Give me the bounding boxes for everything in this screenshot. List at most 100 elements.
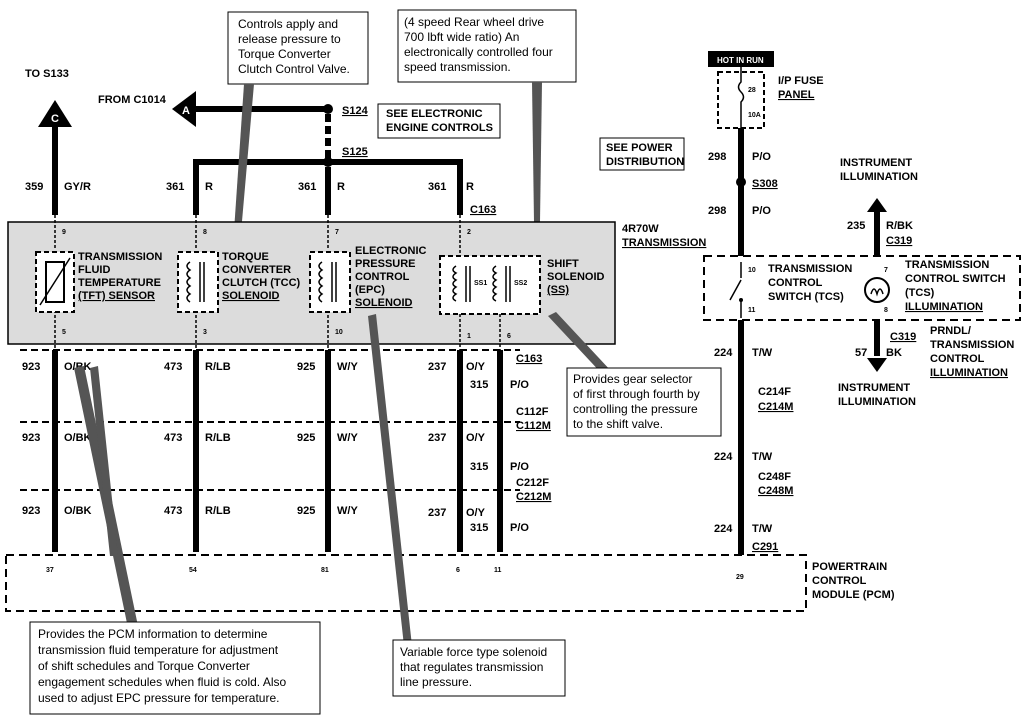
wire-label-color: O/Y xyxy=(466,361,486,373)
pcm-pin: 6 xyxy=(456,567,460,574)
connector-c214f: C214F xyxy=(758,386,791,398)
tft-label-line: TEMPERATURE xyxy=(78,277,161,289)
tcc-label-line: TORQUE xyxy=(222,251,269,263)
connector-c-arrow xyxy=(38,100,72,127)
tcs-illum-line: (TCS) xyxy=(905,287,935,299)
pcm-label-line: POWERTRAIN xyxy=(812,561,887,573)
callout-controls-line: Clutch Control Valve. xyxy=(238,62,350,76)
wire-224a-color: T/W xyxy=(752,347,773,359)
wire-label-color: P/O xyxy=(510,461,529,473)
wire-224c-color: T/W xyxy=(752,523,773,535)
splice-s125-label: S125 xyxy=(342,146,368,158)
wire-label-num: 361 xyxy=(428,181,446,193)
wire-label-color: R/LB xyxy=(205,361,231,373)
callout-trans-leader xyxy=(532,82,542,222)
lamp-filament xyxy=(870,288,884,297)
callout-gear-line: to the shift valve. xyxy=(573,417,663,431)
callout-trans-line: electronically controlled four xyxy=(404,45,553,59)
callout-vfs-line: Variable force type solenoid xyxy=(400,645,547,659)
connector-c212f-label: C212F xyxy=(516,477,549,489)
callout-tft-line: of shift schedules and Torque Converter xyxy=(38,659,250,673)
callout-gear-box xyxy=(566,367,722,437)
connector-c319-bottom: C319 xyxy=(890,331,916,343)
switch-icon xyxy=(729,279,742,301)
to-s133-label: TO S133 xyxy=(25,68,69,80)
connector-a-letter: A xyxy=(182,105,190,117)
wire-298b-color: P/O xyxy=(752,205,771,217)
shift-solenoid-box xyxy=(439,255,541,315)
callout-tft-line: used to adjust EPC pressure for temperat… xyxy=(38,691,279,705)
wire-label-num: 359 xyxy=(25,181,43,193)
tcs-illum-pin: 7 xyxy=(884,267,888,274)
epc-label-line: CONTROL xyxy=(355,271,410,283)
tcc-pin-top: 8 xyxy=(203,229,207,236)
wire-298b-num: 298 xyxy=(708,205,726,217)
wire-label-color: O/BK xyxy=(64,505,92,517)
hot-in-run-label: HOT IN RUN xyxy=(717,56,764,65)
arrow-up-icon xyxy=(867,198,887,212)
callout-trans-line: 700 lbft wide ratio) An xyxy=(404,30,519,44)
wire-label-num: 473 xyxy=(164,361,182,373)
coil-icon xyxy=(492,265,498,302)
wire-label-color: W/Y xyxy=(337,505,358,517)
tcs-label-line: CONTROL xyxy=(768,277,823,289)
see-power-line: SEE POWER xyxy=(606,142,673,154)
connector-c112m-label: C112M xyxy=(516,420,551,432)
fuse-amp: 10A xyxy=(748,112,761,119)
arrow-down-icon xyxy=(867,358,887,372)
wire-label-color: O/BK xyxy=(64,432,92,444)
wire-label-num: 925 xyxy=(297,361,315,373)
callout-gear-line: Provides gear selector xyxy=(573,372,692,386)
epc-label-line: ELECTRONIC xyxy=(355,245,427,257)
callout-tft-box xyxy=(29,621,321,715)
see-eec-line2: ENGINE CONTROLS xyxy=(386,122,493,134)
tcs-illum-line: ILLUMINATION xyxy=(905,301,983,313)
callout-tft-leader-2 xyxy=(90,366,118,556)
connector-c112f-label: C112F xyxy=(516,406,549,418)
pcm-pin: 81 xyxy=(321,567,329,574)
wire-label-color: P/O xyxy=(510,522,529,534)
callout-vfs-box xyxy=(392,639,566,697)
wire-label-color: O/Y xyxy=(466,507,486,519)
tcs-pin: 11 xyxy=(748,307,756,314)
pcm-pin: 54 xyxy=(189,567,197,574)
wire-298a-color: P/O xyxy=(752,151,771,163)
tcc-label-line: SOLENOID xyxy=(222,290,280,302)
prndl-line: TRANSMISSION xyxy=(930,339,1014,351)
pcm-label-line: CONTROL xyxy=(812,575,867,587)
wire-224b-color: T/W xyxy=(752,451,773,463)
wire-label-num: 237 xyxy=(428,361,446,373)
callout-gear-line: of first through fourth by xyxy=(573,387,700,401)
callout-controls-line: release pressure to xyxy=(238,32,341,46)
thermistor-icon xyxy=(45,261,65,303)
tft-label-line: (TFT) SENSOR xyxy=(78,290,155,302)
splice-s308-label: S308 xyxy=(752,178,778,190)
connector-c-letter: C xyxy=(51,113,59,125)
tcs-pin: 10 xyxy=(748,267,756,274)
coil-icon xyxy=(318,261,324,303)
connector-a-arrow xyxy=(172,91,196,127)
connector-c291: C291 xyxy=(752,541,778,553)
splice-s124-label: S124 xyxy=(342,105,369,117)
tcc-solenoid-box xyxy=(177,251,219,313)
wire-label-num: 925 xyxy=(297,432,315,444)
wire-label-num: 361 xyxy=(298,181,316,193)
tcs-label-line: TRANSMISSION xyxy=(768,263,852,275)
callout-controls-line: Torque Converter xyxy=(238,47,331,61)
lamp-icon xyxy=(864,277,890,303)
wire-235-color: R/BK xyxy=(886,220,913,232)
see-power-line: DISTRIBUTION xyxy=(606,156,684,168)
epc-label-line: PRESSURE xyxy=(355,258,416,270)
wire-298a-num: 298 xyxy=(708,151,726,163)
ss1-label: SS1 xyxy=(474,280,487,287)
instrument-illum-bottom: INSTRUMENT xyxy=(838,382,910,394)
wire-57-num: 57 xyxy=(855,347,867,359)
pcm-pin: 29 xyxy=(736,574,744,581)
callout-trans-box xyxy=(397,9,577,83)
fuse-number: 28 xyxy=(748,87,756,94)
bus-s125 xyxy=(193,159,463,215)
connector-c212m-label: C212M xyxy=(516,491,551,503)
tcs-illum-line: CONTROL SWITCH xyxy=(905,273,1006,285)
callout-tft-line: Provides the PCM information to determin… xyxy=(38,627,268,641)
